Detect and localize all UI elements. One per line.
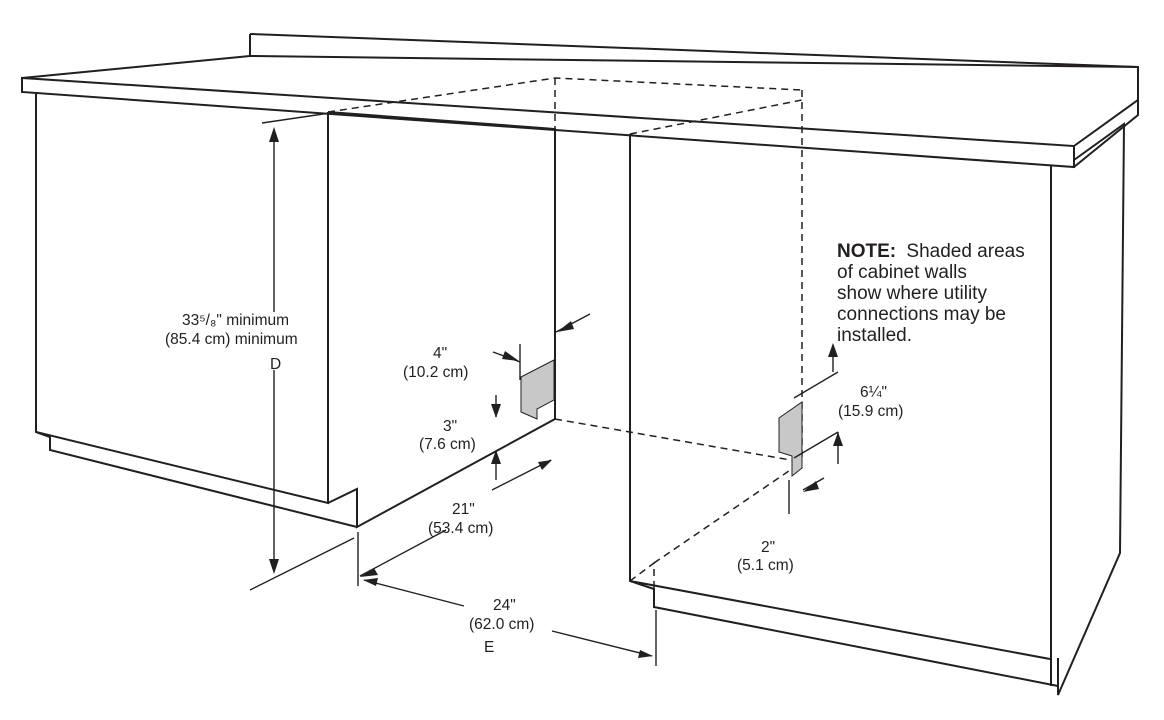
height-label-in: 33⁵/₈" minimum <box>182 312 289 329</box>
depth-dimension <box>357 459 552 586</box>
width-label-cm: (62.0 cm) <box>469 616 534 633</box>
countertop <box>21 33 1139 169</box>
bottom-gap-label-cm: (7.6 cm) <box>419 436 476 453</box>
utility-area-left <box>520 359 555 420</box>
width-letter: E <box>484 639 494 656</box>
height-label-cm: (85.4 cm) minimum <box>165 331 298 348</box>
width-label-in: 24" <box>493 597 516 614</box>
note-line-4: connections may be <box>837 304 1006 325</box>
note-line-5: installed. <box>837 325 912 346</box>
width-dimension <box>363 578 657 666</box>
right-height-label-in: 6¼" <box>860 384 887 401</box>
top-gap-label-cm: (10.2 cm) <box>403 364 468 381</box>
depth-label-in: 21" <box>452 501 475 518</box>
note-line-2: of cabinet walls <box>837 262 967 283</box>
left-utility-dimensions <box>491 313 591 480</box>
svg-text:NOTE: Shaded areas: NOTE: Shaded areas <box>837 241 1025 262</box>
note-block: NOTE: Shaded areas of cabinet walls show… <box>837 241 1025 346</box>
bottom-gap-label-in: 3" <box>443 418 457 435</box>
right-height-label-cm: (15.9 cm) <box>838 403 903 420</box>
utility-area-right <box>778 401 803 478</box>
note-heading: NOTE: <box>837 241 896 262</box>
height-letter: D <box>270 356 281 373</box>
note-line-3: show where utility <box>837 283 987 304</box>
right-utility-dimensions <box>788 343 843 514</box>
top-gap-label-in: 4" <box>433 345 447 362</box>
height-dimension <box>249 112 355 591</box>
right-gap-label-in: 2" <box>761 539 775 556</box>
right-gap-label-cm: (5.1 cm) <box>737 557 794 574</box>
left-cabinet <box>35 92 556 529</box>
right-cabinet <box>629 122 1126 696</box>
opening-outline-dashed <box>327 77 803 589</box>
note-line-1: Shaded areas <box>906 241 1024 262</box>
depth-label-cm: (53.4 cm) <box>428 520 493 537</box>
